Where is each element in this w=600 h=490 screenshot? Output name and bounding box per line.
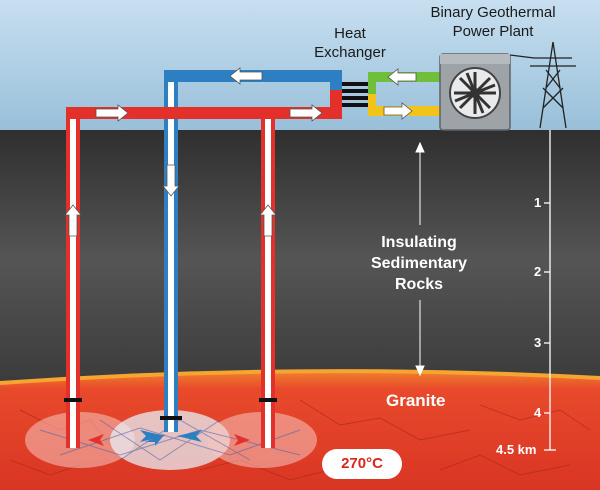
production-inflow-arrows <box>88 434 250 446</box>
depth-tick-2: 2 <box>534 264 542 279</box>
cold-pipe-riser <box>330 70 342 90</box>
hot-well-left-packer <box>64 398 82 402</box>
power-plant-label: Binary Geothermal Power Plant <box>393 3 593 41</box>
insulating-rocks-label: Insulating Sedimentary Rocks <box>354 232 484 295</box>
hot-pipe-riser <box>330 84 342 119</box>
heat-exchanger-label-line2: Exchanger <box>314 44 386 61</box>
temperature-badge: 270°C <box>322 449 402 479</box>
binary-loop-green-left <box>368 72 376 96</box>
hot-well-right-packer <box>259 398 277 402</box>
hot-well-right-core <box>265 112 271 448</box>
insulating-label-line3: Rocks <box>394 276 444 293</box>
hot-pipe-horizontal <box>66 107 342 119</box>
binary-loop-yellow-left <box>368 94 376 116</box>
fracture-zone-center <box>110 410 230 470</box>
arrow-right-icon <box>383 102 413 120</box>
flow-arrows <box>64 67 417 237</box>
power-plant-label-line1: Binary Geothermal <box>430 4 556 21</box>
arrow-left-icon <box>387 68 417 86</box>
depth-tick-4: 4 <box>534 405 542 420</box>
depth-bottom-label: 4.5 km <box>496 442 537 457</box>
arrow-up-icon <box>259 204 277 237</box>
heat-exchanger <box>342 82 368 107</box>
hot-well-left-core <box>70 112 76 448</box>
heat-exchanger-label: Heat Exchanger <box>300 24 400 62</box>
power-plant-label-line2: Power Plant <box>452 23 534 40</box>
insulating-label-line1: Insulating <box>381 234 457 251</box>
insulating-label-line2: Sedimentary <box>370 255 468 272</box>
transmission-tower-icon <box>509 41 576 129</box>
insulating-range-arrow <box>415 141 425 377</box>
depth-scale <box>544 130 556 451</box>
injection-well-packer <box>160 416 182 420</box>
granite-label: Granite <box>386 391 446 410</box>
arrow-left-icon <box>229 67 263 85</box>
heat-exchanger-label-line1: Heat <box>334 25 366 42</box>
arrow-right-icon <box>289 104 323 122</box>
injection-outflow-arrows <box>140 430 202 446</box>
arrow-down-icon <box>162 164 180 197</box>
arrow-up-icon <box>64 204 82 237</box>
power-plant <box>439 53 511 131</box>
granite-top-glow <box>0 369 600 385</box>
injection-well-core <box>168 80 174 432</box>
depth-tick-1: 1 <box>534 195 542 210</box>
sedimentary-rock-layer <box>0 130 600 390</box>
depth-tick-3: 3 <box>534 335 542 350</box>
arrow-right-icon <box>95 104 129 122</box>
